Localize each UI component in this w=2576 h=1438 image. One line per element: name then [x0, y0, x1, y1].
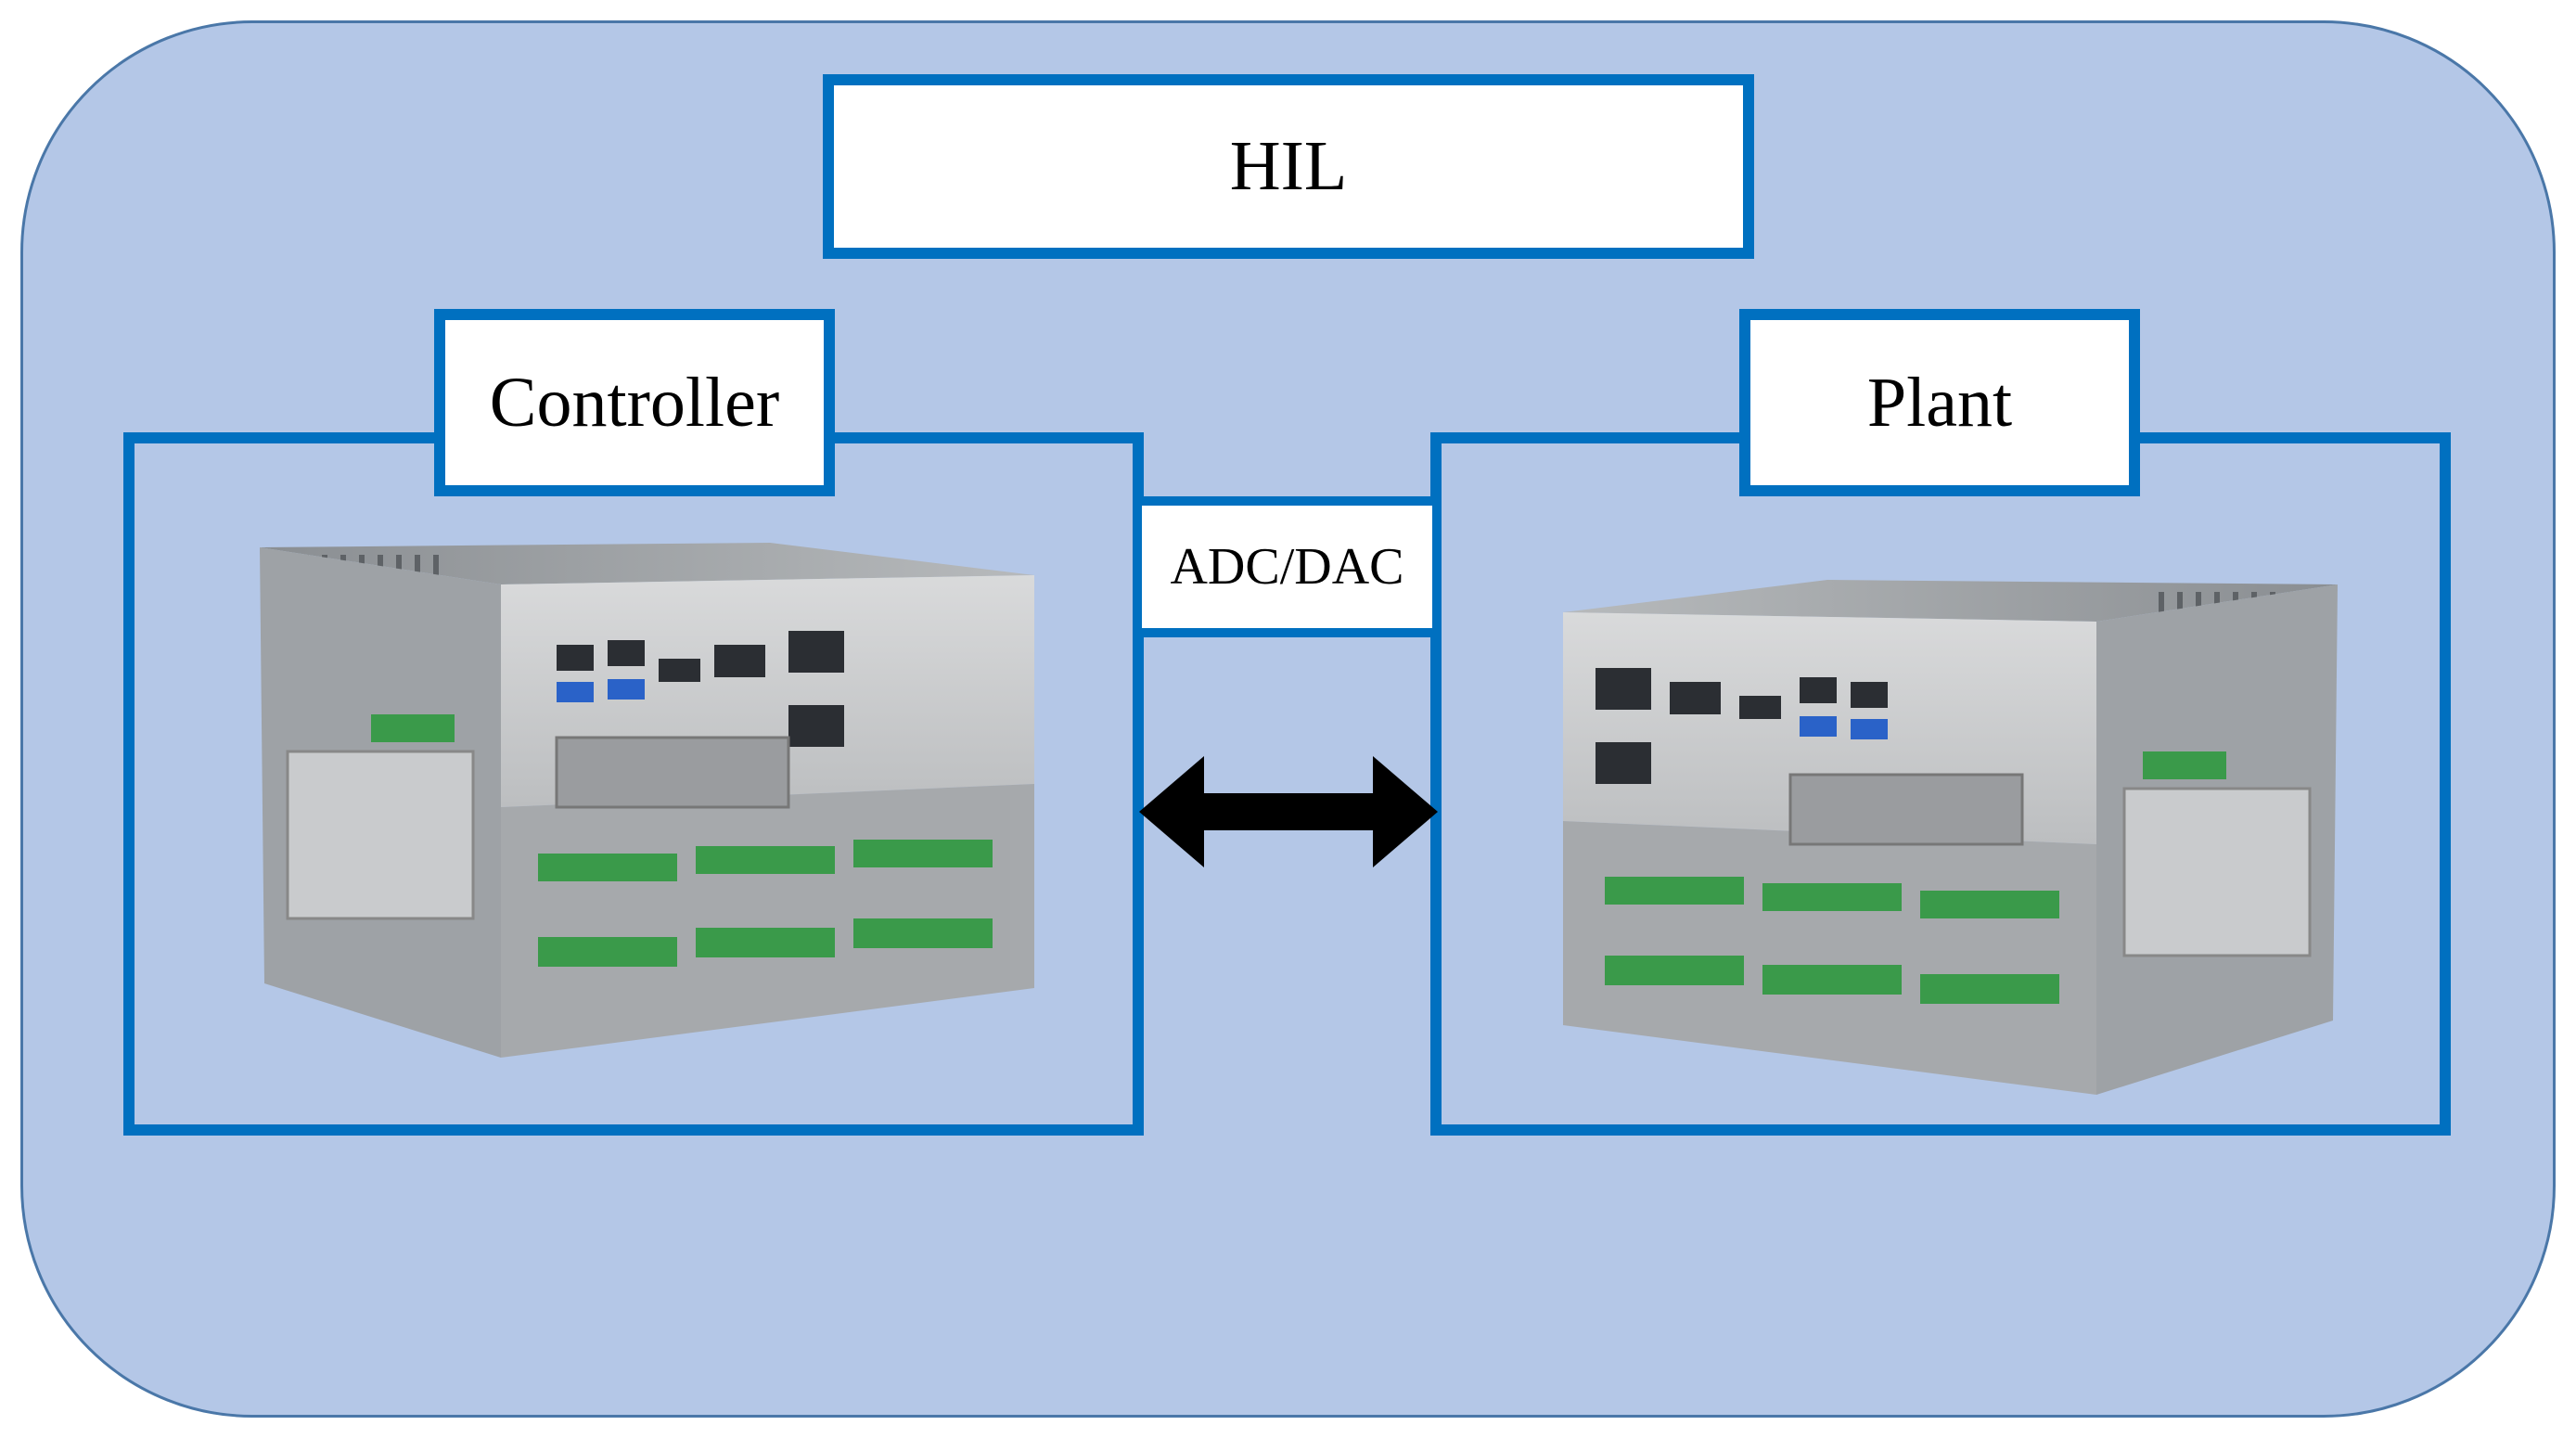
plant-label: Plant	[1739, 309, 2140, 496]
adc-dac-label: ADC/DAC	[1133, 496, 1442, 637]
plant-device-image	[1563, 580, 2338, 1095]
double-arrow-icon	[1139, 756, 1438, 867]
controller-label: Controller	[434, 309, 835, 496]
controller-device-image	[260, 543, 1034, 1058]
hil-title: HIL	[823, 74, 1754, 259]
